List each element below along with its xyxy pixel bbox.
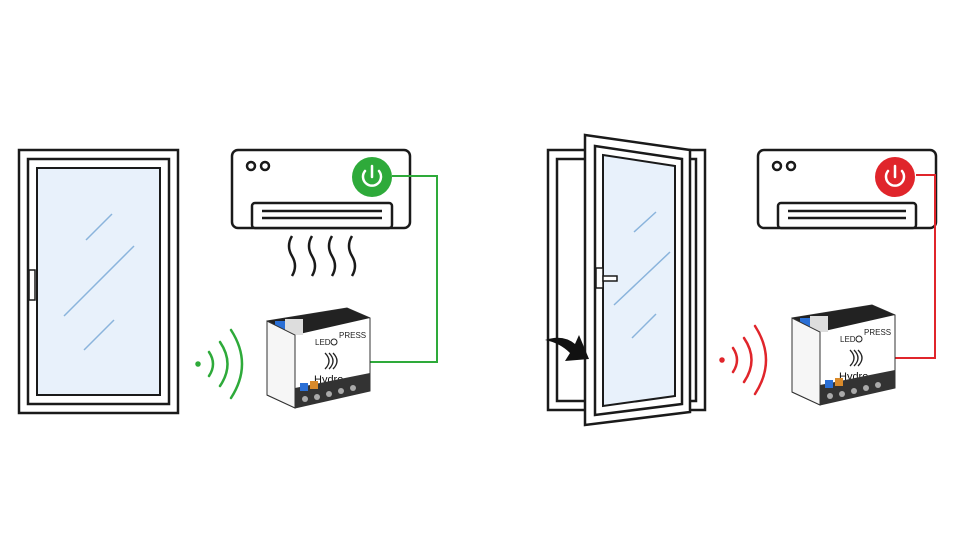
scene-open-window: LED PRESS Hydro <box>545 133 938 427</box>
wireless-signal-red-icon <box>719 324 768 396</box>
hydro-device: LED PRESS Hydro <box>266 307 371 409</box>
wireless-signal-green-icon <box>195 328 244 400</box>
open-arrow-icon <box>545 335 589 361</box>
closed-window <box>17 148 180 415</box>
red-wire <box>893 174 936 359</box>
scene-closed-window: LED PRESS Hydro <box>17 148 438 415</box>
power-off-icon <box>875 157 915 197</box>
led-label: LED <box>840 335 856 344</box>
power-on-icon <box>352 157 392 197</box>
air-conditioner-on <box>230 148 412 230</box>
air-conditioner-off <box>756 148 938 230</box>
hydro-device: LED PRESS Hydro <box>791 304 896 406</box>
window-handle <box>28 269 36 301</box>
green-wire <box>370 175 438 363</box>
window-handle <box>595 267 604 289</box>
press-label: PRESS <box>864 328 891 337</box>
press-label: PRESS <box>339 331 366 340</box>
open-window <box>546 133 707 427</box>
heat-waves-icon <box>287 235 357 277</box>
led-label: LED <box>315 338 331 347</box>
